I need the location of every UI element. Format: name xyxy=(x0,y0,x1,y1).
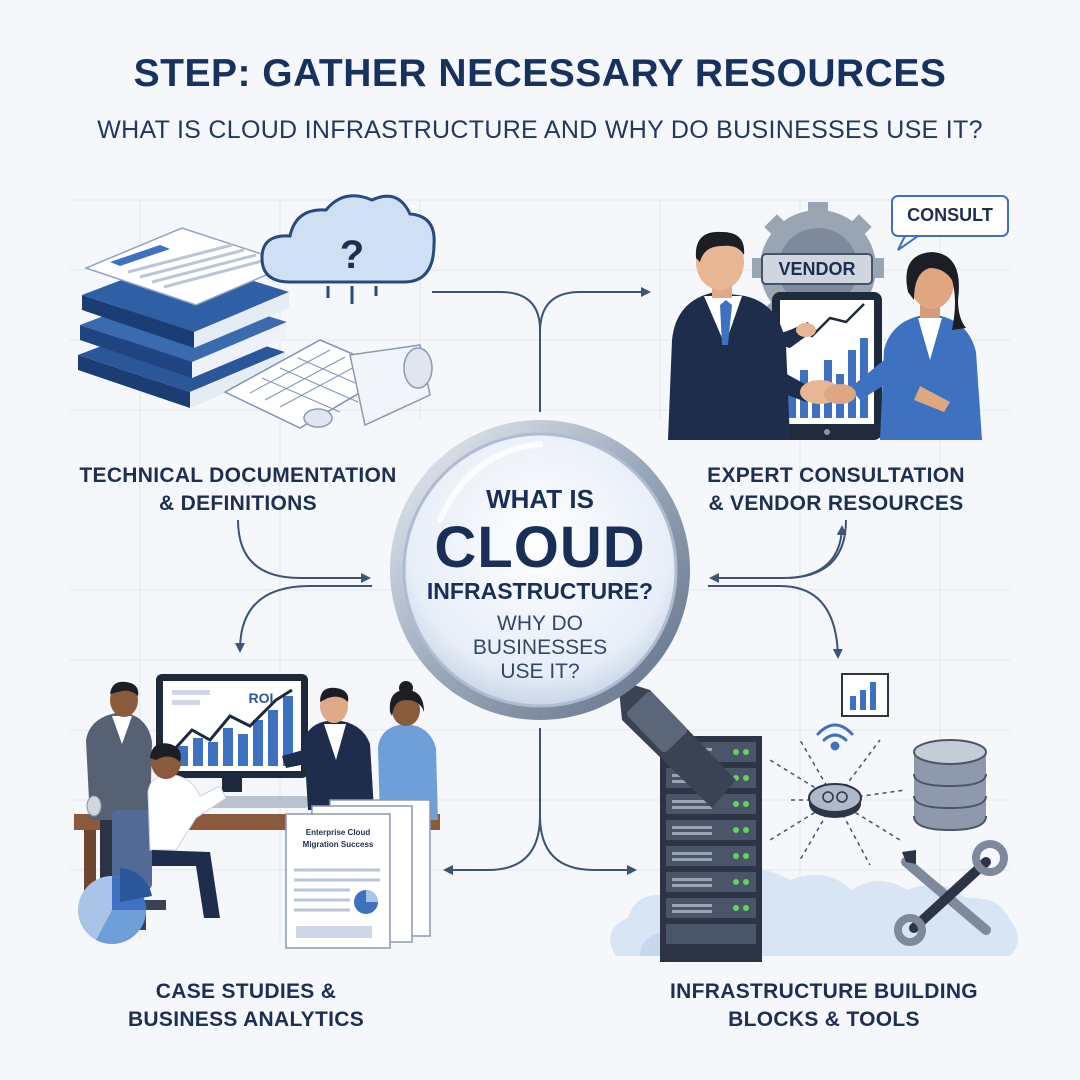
center-why-line3: USE IT? xyxy=(500,660,580,683)
handshake xyxy=(800,380,856,404)
question-cloud-icon: ? xyxy=(260,194,436,304)
database-icon xyxy=(913,739,987,832)
arrow-up-right xyxy=(789,525,847,579)
wifi-icon xyxy=(816,723,854,751)
label-expert-consultation-line2: & VENDOR RESOURCES xyxy=(708,492,964,515)
consultant-man xyxy=(668,231,816,440)
mini-chart-icon xyxy=(841,673,889,717)
center-cloud: CLOUD xyxy=(434,515,646,580)
consultant-woman xyxy=(850,252,982,440)
analytics-illustration xyxy=(74,674,440,949)
pie-chart-icon xyxy=(78,868,152,944)
roi-screen-label: ROI xyxy=(248,690,274,706)
label-case-studies-line1: CASE STUDIES & xyxy=(155,980,337,1003)
network-hub-icon xyxy=(769,739,906,866)
analyst-woman xyxy=(378,681,438,820)
center-infrastructure: INFRASTRUCTURE? xyxy=(426,578,654,604)
report-title-line2: Migration Success xyxy=(302,840,374,849)
label-case-studies: CASE STUDIES & BUSINESS ANALYTICS xyxy=(96,978,396,1034)
label-infrastructure-blocks-line2: BLOCKS & TOOLS xyxy=(728,1008,920,1031)
vendor-gear-label: VENDOR xyxy=(778,259,856,279)
consult-bubble xyxy=(891,195,1009,251)
label-expert-consultation-line1: EXPERT CONSULTATION xyxy=(707,464,965,487)
label-technical-docs: TECHNICAL DOCUMENTATION & DEFINITIONS xyxy=(60,462,416,518)
magnifier-icon xyxy=(390,420,736,808)
page-subtitle: WHAT IS CLOUD INFRASTRUCTURE AND WHY DO … xyxy=(97,116,983,144)
roi-monitor xyxy=(156,674,308,792)
label-technical-docs-line1: TECHNICAL DOCUMENTATION xyxy=(79,464,397,487)
documents-icon xyxy=(78,227,433,429)
consultation-illustration xyxy=(668,195,1009,440)
label-infrastructure-blocks: INFRASTRUCTURE BUILDING BLOCKS & TOOLS xyxy=(650,978,998,1034)
center-why-line1: WHY DO xyxy=(497,612,583,635)
label-infrastructure-blocks-line1: INFRASTRUCTURE BUILDING xyxy=(670,980,978,1003)
consult-bubble-text: CONSULT xyxy=(907,205,993,225)
label-expert-consultation: EXPERT CONSULTATION & VENDOR RESOURCES xyxy=(686,462,986,518)
center-why-line2: BUSINESSES xyxy=(472,636,608,659)
center-what-is: WHAT IS xyxy=(486,484,594,514)
label-technical-docs-line2: & DEFINITIONS xyxy=(159,492,317,515)
analyst-presenter xyxy=(282,687,374,810)
svg-text:?: ? xyxy=(340,233,364,277)
tools-icon xyxy=(894,840,1008,946)
case-study-report xyxy=(285,799,431,949)
report-title-line1: Enterprise Cloud xyxy=(305,828,371,837)
page-title: STEP: GATHER NECESSARY RESOURCES xyxy=(133,52,947,95)
label-case-studies-line2: BUSINESS ANALYTICS xyxy=(127,1008,365,1031)
center-why: WHY DO BUSINESSES USE IT? xyxy=(400,612,680,684)
